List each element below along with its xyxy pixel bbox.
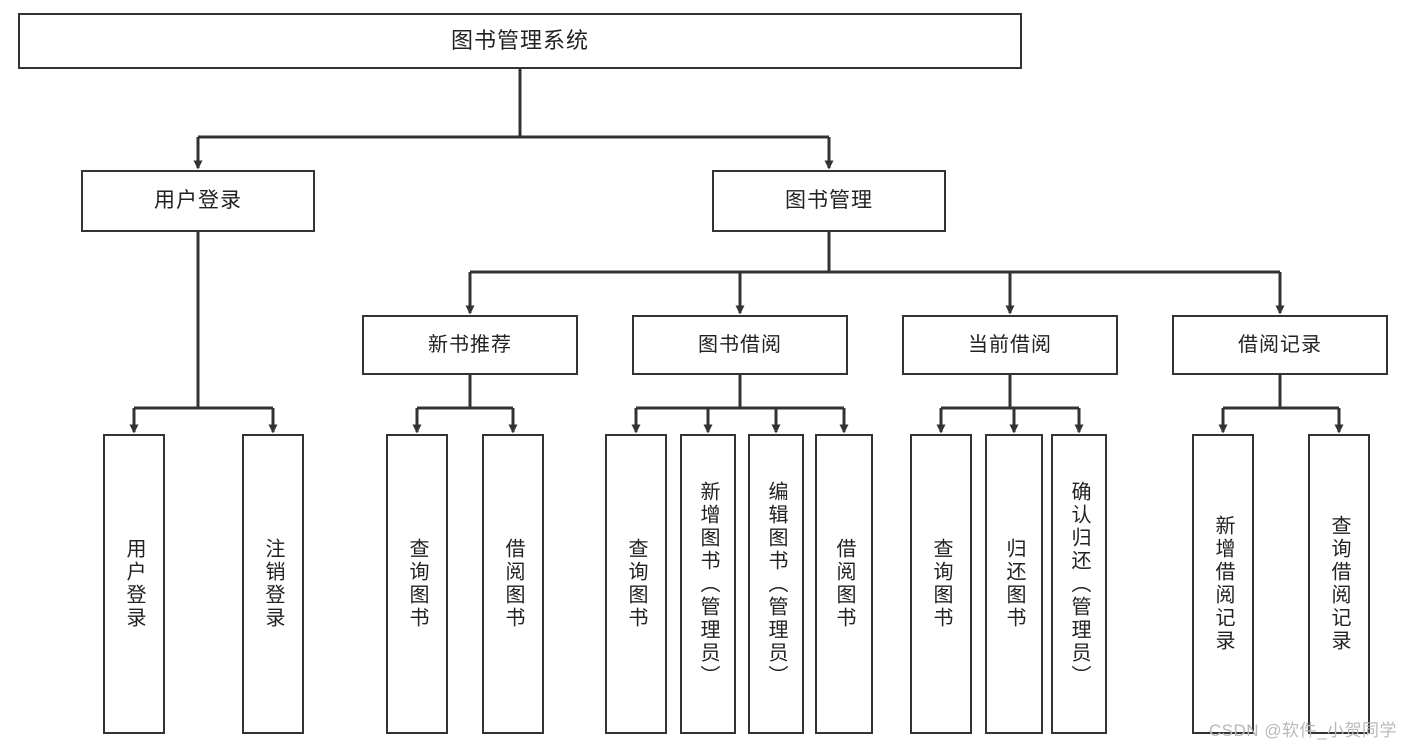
- leaf-node[interactable]: 新增借阅记录: [1192, 434, 1254, 734]
- node-current-borrow[interactable]: 当前借阅: [902, 315, 1118, 375]
- leaf-node-label: 用户登录: [123, 538, 145, 630]
- leaf-node[interactable]: 用户登录: [103, 434, 165, 734]
- node-book-borrow[interactable]: 图书借阅: [632, 315, 848, 375]
- node-user-login[interactable]: 用户登录: [81, 170, 315, 232]
- leaf-node[interactable]: 借阅图书: [815, 434, 873, 734]
- node-root-system[interactable]: 图书管理系统: [18, 13, 1022, 69]
- leaf-node[interactable]: 查询图书: [605, 434, 667, 734]
- leaf-node[interactable]: 归还图书: [985, 434, 1043, 734]
- node-book-management-label: 图书管理: [785, 189, 873, 213]
- leaf-node-label: 确认归还（管理员）: [1068, 480, 1090, 688]
- leaf-node-label: 编辑图书（管理员）: [765, 480, 787, 688]
- node-borrow-record[interactable]: 借阅记录: [1172, 315, 1388, 375]
- leaf-node-label: 查询图书: [625, 538, 647, 630]
- leaf-node[interactable]: 查询借阅记录: [1308, 434, 1370, 734]
- leaf-node[interactable]: 新增图书（管理员）: [680, 434, 736, 734]
- leaf-node-label: 查询图书: [930, 538, 952, 630]
- leaf-node-label: 注销登录: [262, 538, 284, 630]
- leaf-node-label: 查询图书: [406, 538, 428, 630]
- leaf-node-label: 新增借阅记录: [1212, 515, 1234, 653]
- leaf-node-label: 借阅图书: [502, 538, 524, 630]
- leaf-node-label: 借阅图书: [833, 538, 855, 630]
- leaf-node[interactable]: 编辑图书（管理员）: [748, 434, 804, 734]
- node-root-label: 图书管理系统: [450, 27, 589, 53]
- leaf-node-label: 新增图书（管理员）: [697, 480, 719, 688]
- leaf-node[interactable]: 确认归还（管理员）: [1051, 434, 1107, 734]
- node-book-borrow-label: 图书借阅: [698, 333, 782, 356]
- node-current-borrow-label: 当前借阅: [968, 333, 1052, 356]
- leaf-node-label: 查询借阅记录: [1328, 515, 1350, 653]
- leaf-node[interactable]: 查询图书: [386, 434, 448, 734]
- node-book-management[interactable]: 图书管理: [712, 170, 946, 232]
- leaf-node[interactable]: 借阅图书: [482, 434, 544, 734]
- node-new-book-recommend[interactable]: 新书推荐: [362, 315, 578, 375]
- node-borrow-record-label: 借阅记录: [1238, 333, 1322, 356]
- leaf-node[interactable]: 注销登录: [242, 434, 304, 734]
- node-new-book-recommend-label: 新书推荐: [428, 333, 512, 356]
- leaf-node[interactable]: 查询图书: [910, 434, 972, 734]
- node-user-login-label: 用户登录: [154, 189, 242, 213]
- leaf-node-label: 归还图书: [1003, 538, 1025, 630]
